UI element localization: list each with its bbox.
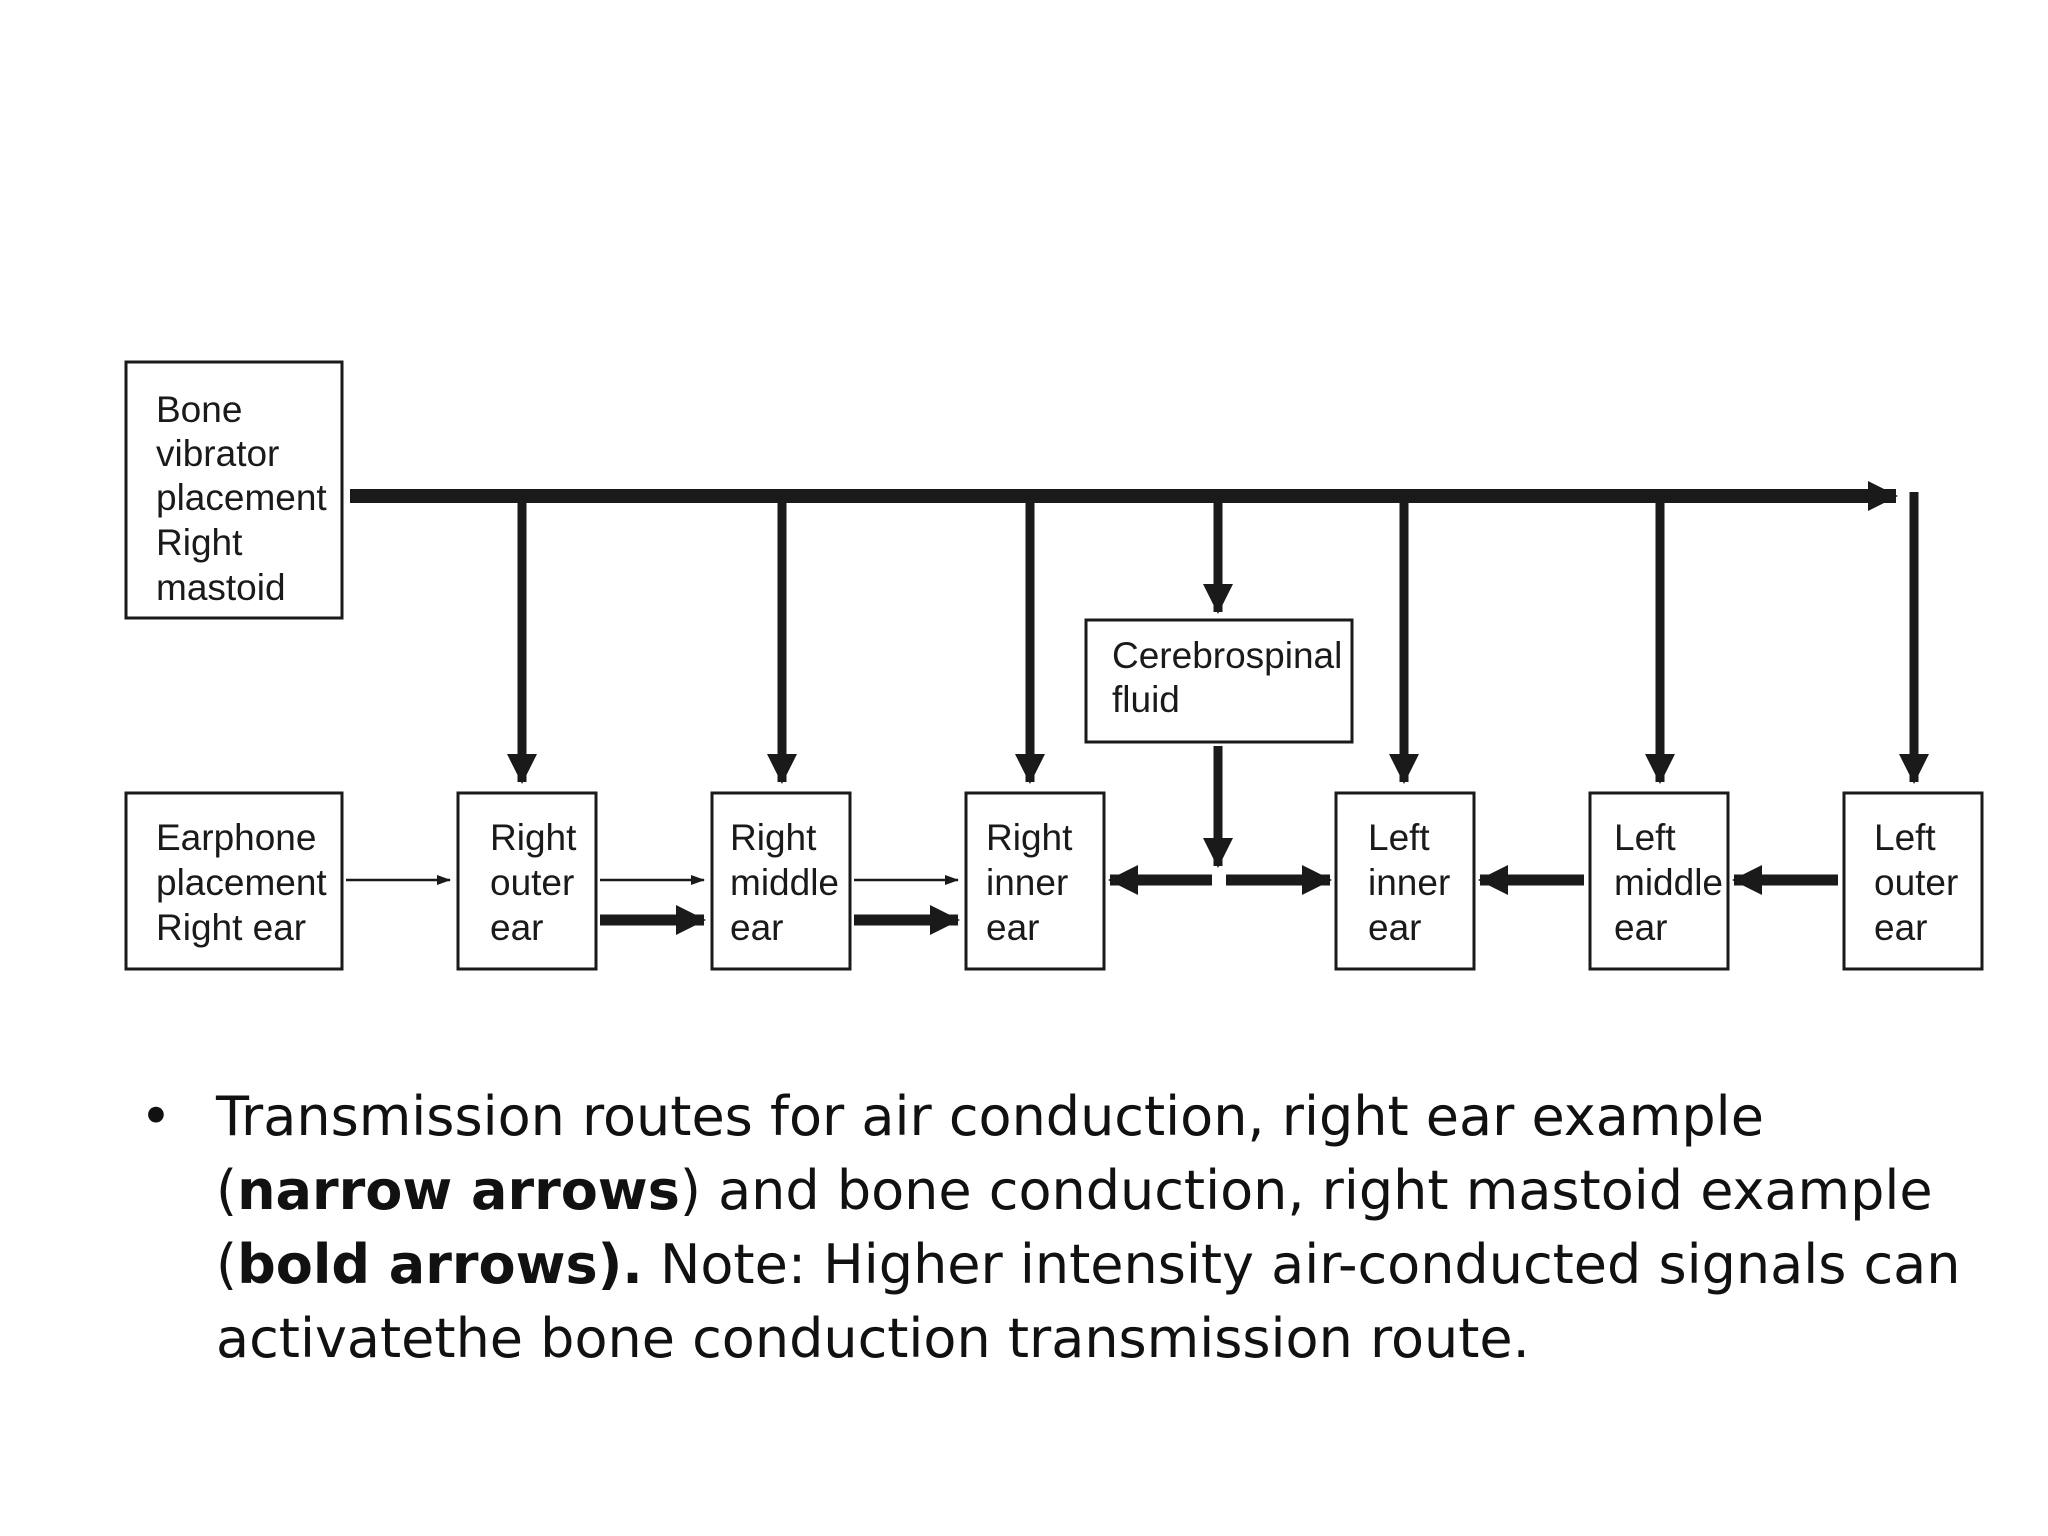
- caption-part1: Transmission routes for air conduction, …: [216, 1085, 1764, 1222]
- csf-label: Cerebrospinal fluid: [1112, 635, 1353, 720]
- caption-part2: ) and bone conduction, right mastoid exa…: [216, 1159, 1933, 1296]
- left-outer-ear-box: [1842, 791, 1984, 971]
- left-middle-ear-label: Left middle ear: [1614, 817, 1733, 948]
- caption-bold2: bold arrows).: [237, 1233, 643, 1296]
- left-inner-ear-label: Left inner ear: [1368, 817, 1461, 948]
- left-outer-ear-label: Left outer ear: [1874, 817, 1969, 948]
- bone-vibrator-label: Bone vibrator placement Right mastoid: [156, 389, 337, 608]
- bullet: •: [140, 1085, 172, 1148]
- right-outer-ear-box: [456, 791, 598, 971]
- right-outer-ear-label: Right outer ear: [490, 817, 587, 948]
- right-middle-ear-label: Right middle ear: [730, 817, 849, 948]
- left-inner-ear-box: [1334, 791, 1476, 971]
- earphone-label: Earphone placement Right ear: [156, 817, 337, 948]
- right-middle-ear-box: [710, 791, 852, 971]
- csf-box: [1084, 618, 1354, 744]
- caption-part3: Note: Higher intensity air-conducted sig…: [216, 1233, 1961, 1370]
- bone-vibrator-box: [124, 360, 344, 620]
- right-inner-ear-box: [964, 791, 1106, 971]
- earphone-box: [124, 791, 344, 971]
- left-middle-ear-box: [1588, 791, 1730, 971]
- right-inner-ear-label: Right inner ear: [986, 817, 1083, 948]
- caption-bold1: narrow arrows: [237, 1159, 680, 1222]
- caption-text: Transmission routes for air conduction, …: [216, 1080, 2016, 1376]
